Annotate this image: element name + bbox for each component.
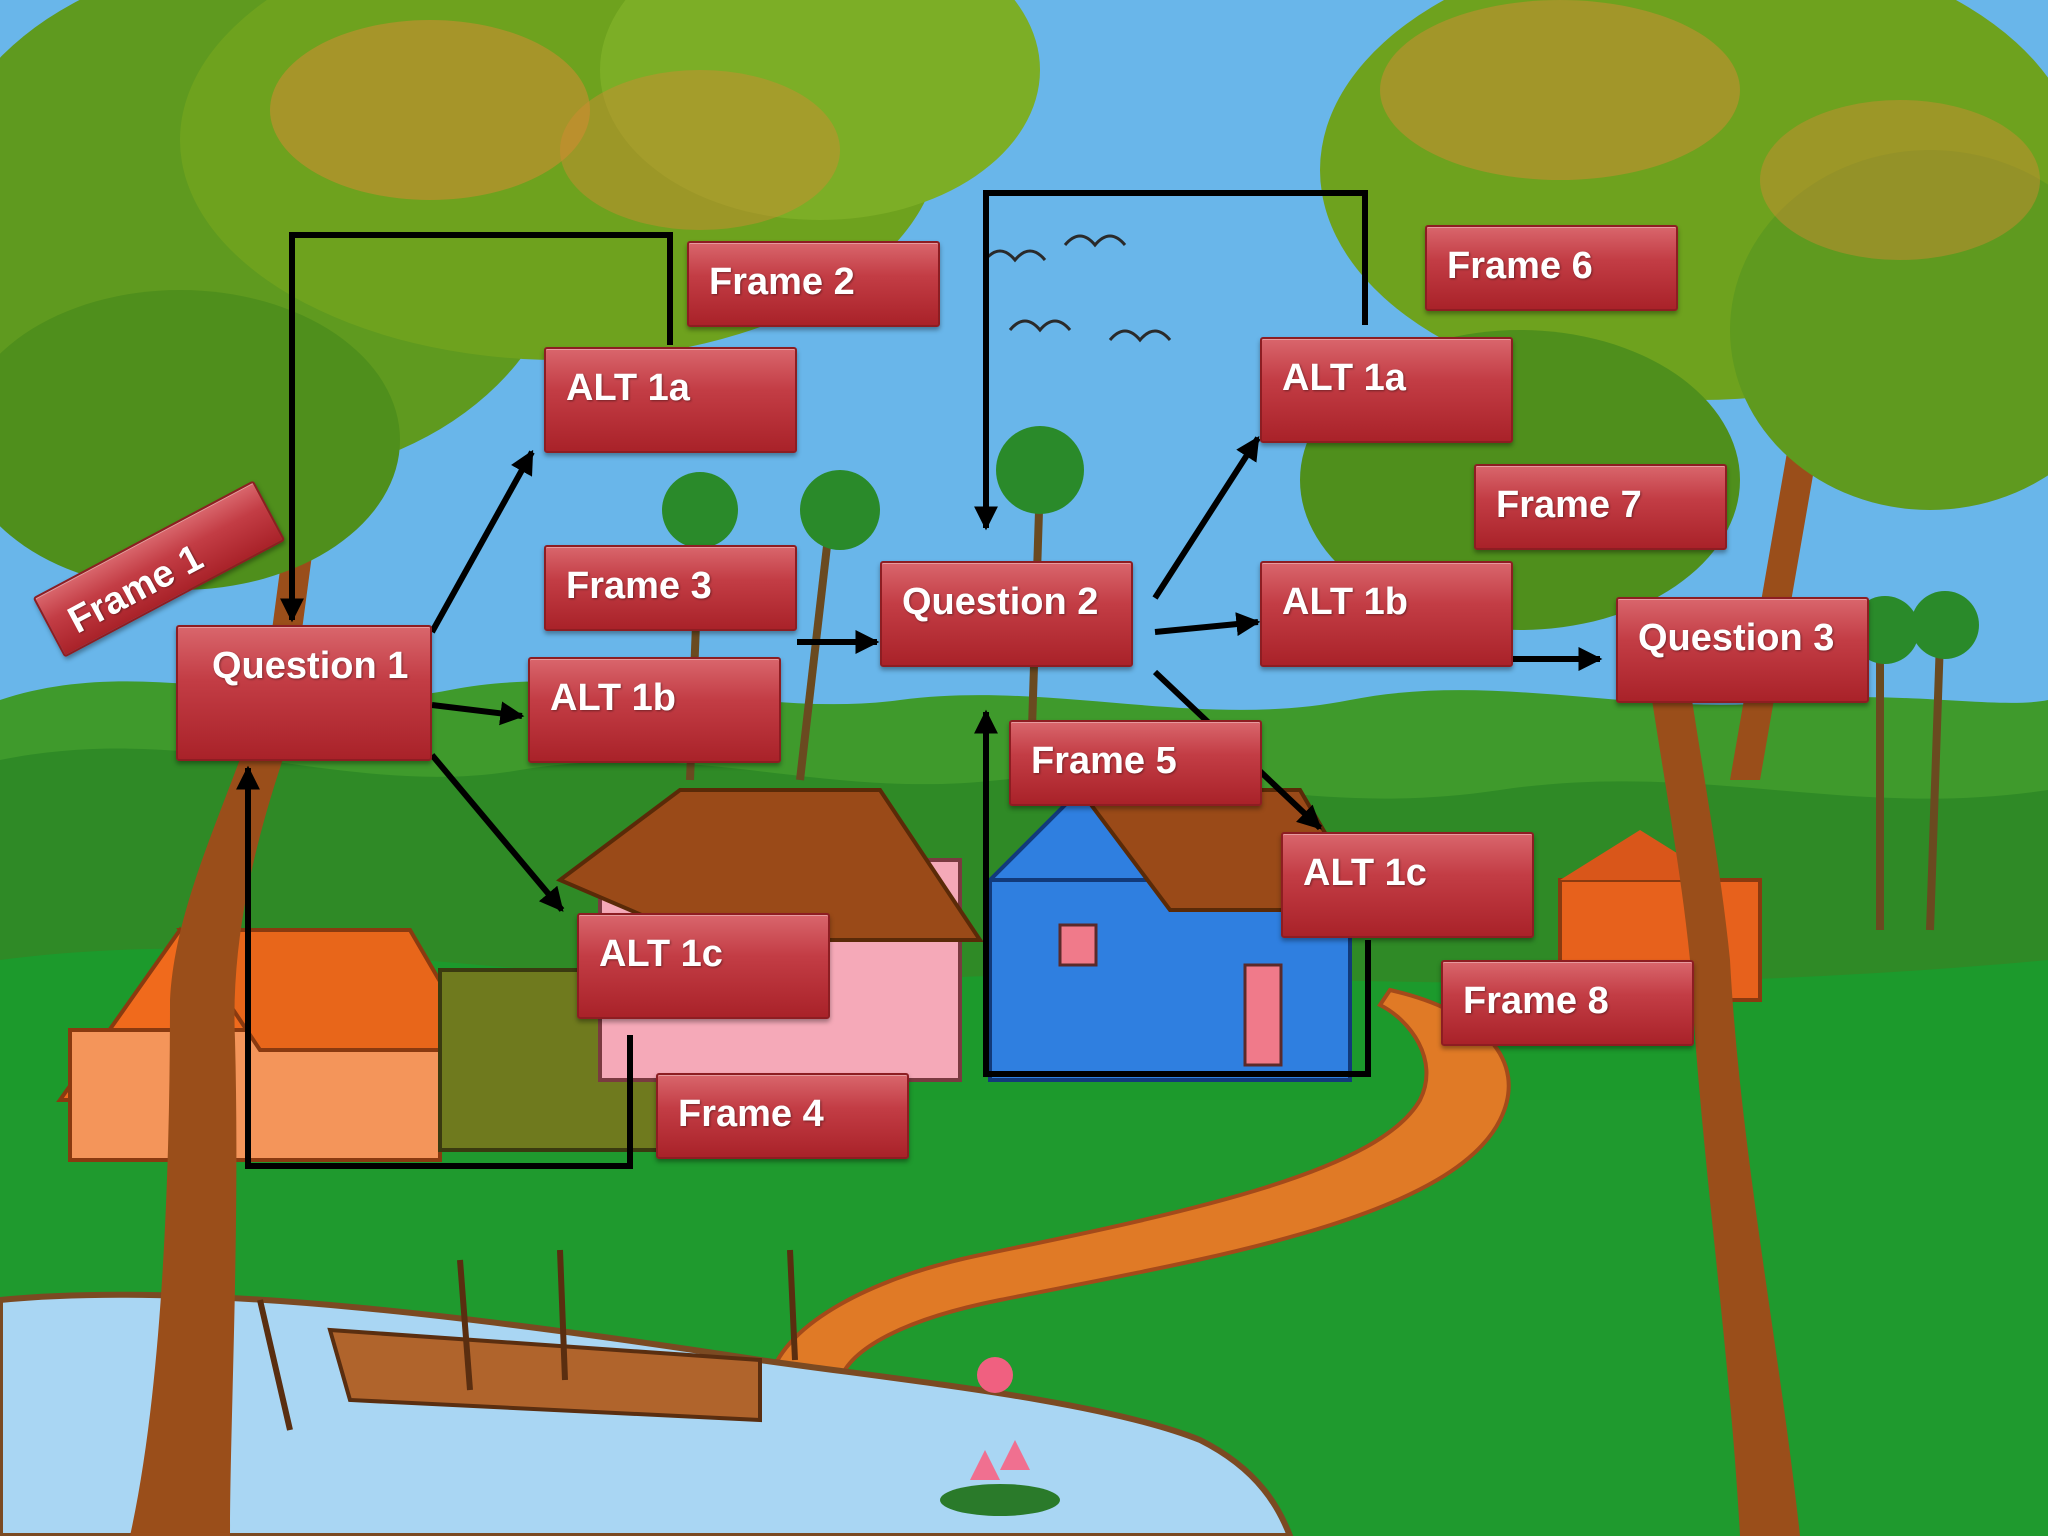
question-2-alt-1a: ALT 1a (1260, 337, 1513, 443)
question-2-alt-1b: ALT 1b (1260, 561, 1513, 667)
question-2-node: Question 2 (880, 561, 1133, 667)
frame-3-label: Frame 3 (544, 545, 797, 631)
frame-2-label: Frame 2 (687, 241, 940, 327)
frame-5-label: Frame 5 (1009, 720, 1262, 806)
frame-8-label: Frame 8 (1441, 960, 1694, 1046)
question-1-alt-1a: ALT 1a (544, 347, 797, 453)
question-1-alt-1c: ALT 1c (577, 913, 830, 1019)
question-2-alt-1c: ALT 1c (1281, 832, 1534, 938)
question-3-node: Question 3 (1616, 597, 1869, 703)
frame-4-label: Frame 4 (656, 1073, 909, 1159)
question-1-alt-1b: ALT 1b (528, 657, 781, 763)
frame-6-label: Frame 6 (1425, 225, 1678, 311)
question-1-node: Question 1 (176, 625, 432, 761)
frame-7-label: Frame 7 (1474, 464, 1727, 550)
